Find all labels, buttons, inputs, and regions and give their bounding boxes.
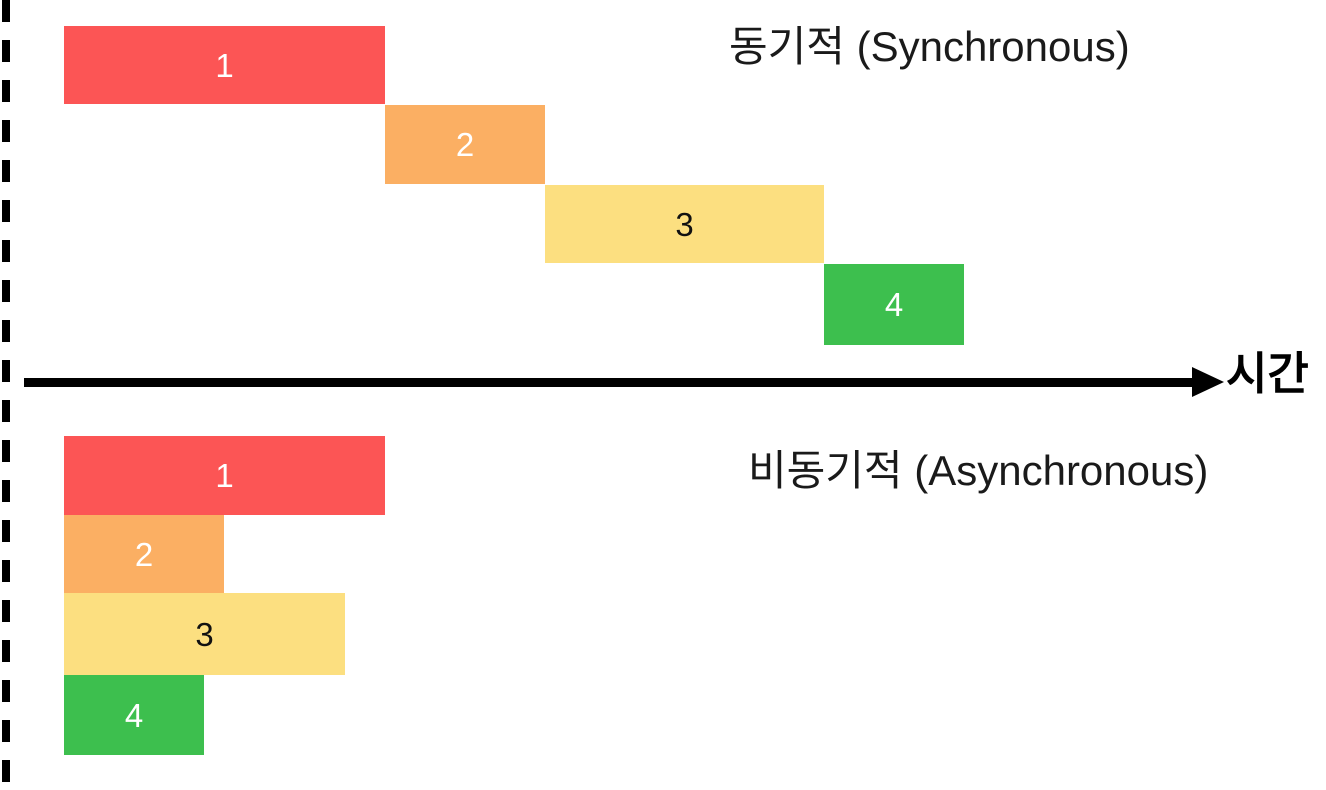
- task-bar-label: 3: [675, 205, 694, 243]
- asynchronous-section-label: 비동기적 (Asynchronous): [748, 447, 1209, 494]
- task-bar-synchronous-3: 3: [545, 185, 824, 263]
- synchronous-section-label: 동기적 (Synchronous): [729, 23, 1130, 70]
- arrow-right-icon: [1192, 367, 1224, 397]
- task-bar-label: 1: [215, 46, 234, 84]
- time-axis-line: [24, 378, 1202, 387]
- task-bar-label: 3: [195, 615, 214, 653]
- task-bar-synchronous-1: 1: [64, 26, 385, 104]
- task-bar-asynchronous-4: 4: [64, 675, 204, 755]
- task-bar-asynchronous-2: 2: [64, 515, 224, 593]
- task-bar-label: 4: [884, 286, 904, 323]
- time-axis-label: 시간: [1226, 348, 1309, 399]
- task-bar-label: 2: [134, 535, 154, 573]
- task-bar-synchronous-4: 4: [824, 264, 964, 345]
- task-bar-label: 1: [215, 457, 234, 494]
- task-bar-synchronous-2: 2: [385, 105, 545, 184]
- task-bar-label: 2: [455, 126, 475, 163]
- task-bar-asynchronous-3: 3: [64, 593, 345, 675]
- task-bar-label: 4: [124, 696, 144, 734]
- task-bar-asynchronous-1: 1: [64, 436, 385, 515]
- time-axis: [24, 367, 1224, 397]
- left-dashed-rail: [2, 0, 10, 790]
